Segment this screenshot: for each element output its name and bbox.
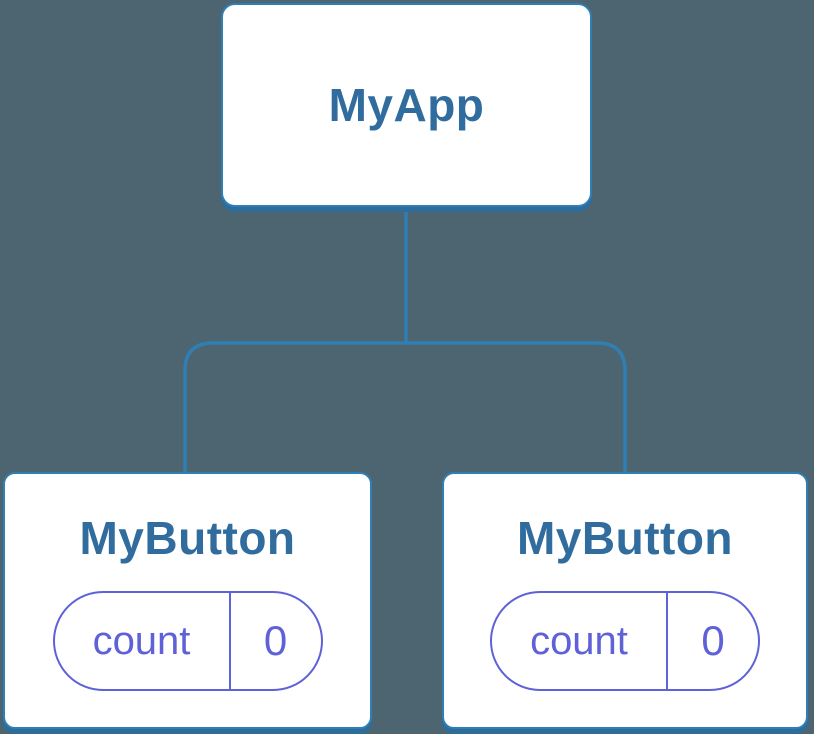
state-key-label: count bbox=[530, 618, 628, 663]
node-mybutton-left-title: MyButton bbox=[79, 512, 296, 564]
state-value-label: 0 bbox=[228, 592, 321, 689]
children-bracket-line bbox=[183, 341, 627, 476]
node-mybutton-right-title: MyButton bbox=[516, 512, 734, 564]
node-myapp: MyApp bbox=[221, 3, 592, 207]
state-pill-left: count 0 bbox=[52, 590, 323, 691]
node-mybutton-right: MyButton count 0 bbox=[442, 472, 808, 729]
state-pill-right: count 0 bbox=[490, 590, 760, 691]
state-key-label: count bbox=[92, 618, 191, 663]
node-mybutton-left: MyButton count 0 bbox=[3, 472, 372, 729]
state-value-label: 0 bbox=[666, 592, 758, 689]
node-myapp-title: MyApp bbox=[328, 78, 485, 131]
